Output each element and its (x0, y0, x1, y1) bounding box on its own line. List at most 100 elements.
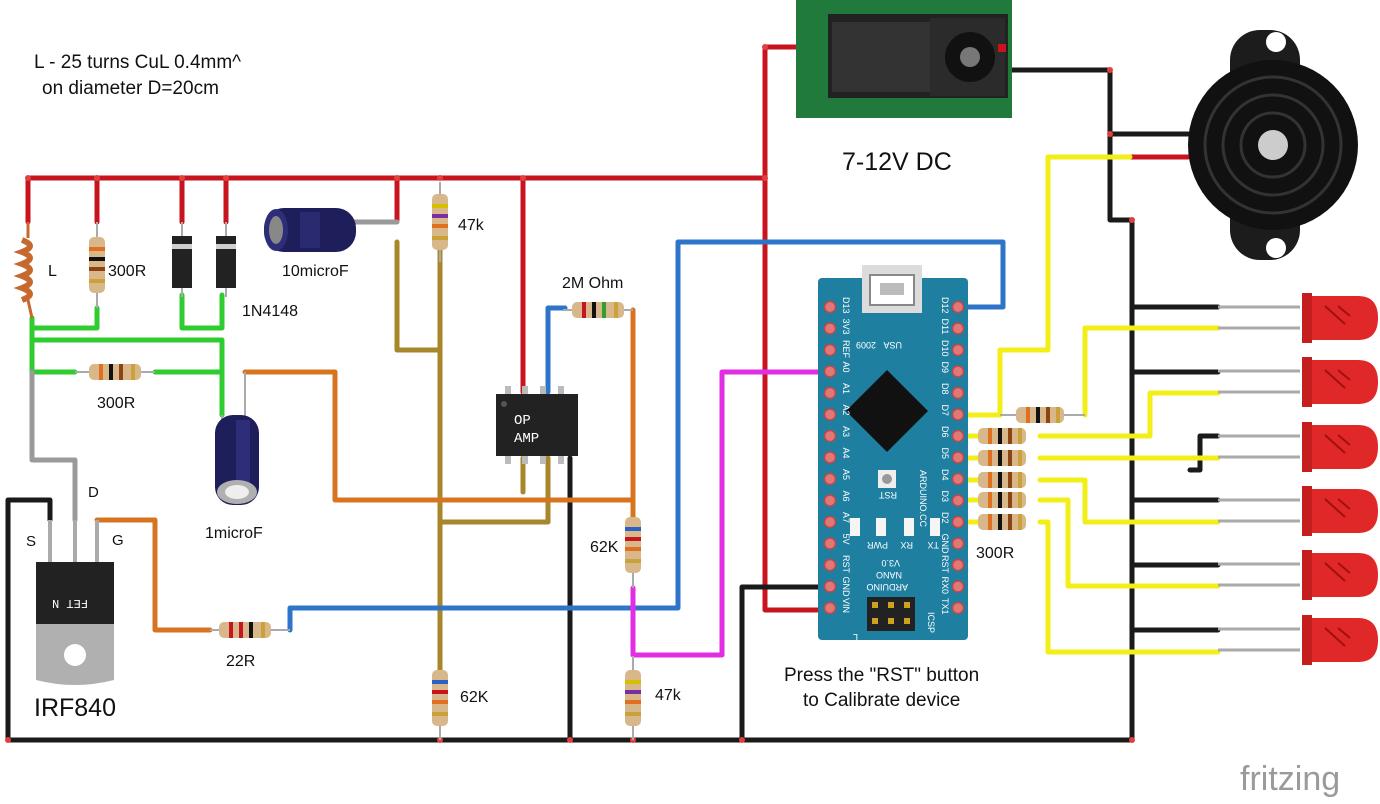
mosfet-gate-label: G (112, 532, 124, 549)
arduino-ver2: NANO (876, 570, 902, 580)
arduino-pin-label-right-12: RST (940, 555, 950, 574)
wire-green-mid (29, 337, 225, 375)
wire-yellow-1 (955, 154, 1133, 418)
mosfet-marking: FET N (52, 596, 88, 610)
r300-led-label: 300R (976, 545, 1014, 562)
led-2 (1218, 357, 1378, 407)
arduino-pin-right-3 (951, 365, 965, 378)
wire-blue-main (287, 239, 1006, 633)
arduino-pin-right-10 (951, 515, 965, 529)
arduino-pin-right-8 (951, 472, 965, 486)
power-jack (796, 0, 1012, 118)
arduino-pin-left-11 (823, 537, 837, 550)
arduino-ver3: V3.0 (881, 558, 900, 568)
resistor-22r (210, 622, 290, 638)
arduino-pin-left-1 (823, 322, 837, 335)
wire-yellow-3 (1037, 390, 1221, 439)
arduino-pin-right-12 (951, 558, 965, 572)
led-3 (1218, 422, 1378, 472)
arduino-pin-right-9 (951, 494, 965, 507)
arduino-pin-label-right-10: D2 (940, 512, 950, 524)
arduino-pin-label-left-8: A5 (841, 469, 851, 480)
resistor-62k-bot (432, 670, 448, 740)
resistor-300r-mid (75, 364, 155, 380)
wire-yellow-7 (1037, 519, 1221, 655)
instruction-line1: Press the "RST" button (784, 665, 979, 686)
r47k-bot-label: 47k (655, 687, 682, 704)
wire-gray-drain (29, 369, 78, 523)
arduino-usb-label: USA (883, 340, 902, 350)
opamp-label-1: OP (514, 413, 531, 429)
r62k-bot-label: 62K (460, 689, 489, 706)
mosfet-label: IRF840 (34, 694, 116, 722)
arduino-pin-label-left-9: A6 (841, 491, 851, 502)
arduino-pin-left-0 (823, 300, 837, 314)
arduino-pin-label-right-3: D9 (940, 362, 950, 374)
cap1-label: 1microF (205, 525, 263, 542)
arduino-ver1: ARDUINO (866, 582, 908, 592)
arduino-board-name: ARDUINO.CC (918, 470, 928, 528)
capacitor-1uf (215, 372, 259, 505)
power-label: 7-12V DC (842, 148, 952, 176)
mosfet-source-label: S (26, 533, 36, 550)
arduino-left-pins (823, 300, 837, 615)
arduino-pin-left-7 (823, 451, 837, 464)
wire-yellow-5 (1037, 477, 1221, 525)
coil-label: L (48, 263, 57, 280)
arduino-pin-left-10 (823, 515, 837, 529)
arduino-pin-right-13 (951, 580, 965, 593)
arduino-pin-label-right-11: GND (940, 534, 950, 555)
diode-1n4148-right (216, 222, 236, 297)
led-4 (1218, 486, 1378, 536)
coil-note-line1: L - 25 turns CuL 0.4mm^ (34, 52, 241, 73)
arduino-pin-label-left-6: A3 (841, 426, 851, 437)
wire-black-led-taps (1129, 304, 1221, 633)
r300-mid-label: 300R (97, 395, 135, 412)
resistor-300r-top (89, 222, 105, 308)
arduino-pin-right-0 (951, 300, 965, 314)
arduino-tx-label: TX (927, 540, 939, 550)
arduino-pin-label-left-0: D13 (841, 297, 851, 314)
r22-label: 22R (226, 653, 255, 670)
arduino-pin-right-5 (951, 408, 965, 421)
arduino-pin-label-right-0: D12 (940, 297, 950, 314)
junction-dots (5, 44, 1135, 743)
arduino-pin-right-11 (951, 537, 965, 550)
led-1 (1218, 293, 1378, 343)
arduino-pin-right-2 (951, 343, 965, 357)
arduino-pin-labels: D133V3REFA0A1A2A3A4A5A6A75VRSTGNDVIND12D… (841, 297, 950, 615)
resistor-62k-mid (625, 517, 641, 588)
arduino-pin-label-right-7: D5 (940, 448, 950, 460)
arduino-pin-label-left-14: VIN (841, 598, 851, 613)
arduino-pwr-label: PWR (867, 540, 888, 550)
wire-green-diode (179, 292, 225, 331)
arduino-pin-right-7 (951, 451, 965, 464)
arduino-pin-label-left-10: A7 (841, 512, 851, 523)
arduino-pin-label-left-11: 5V (841, 534, 851, 545)
resistor-2m (563, 302, 633, 318)
wire-orange-gate (94, 517, 213, 633)
wire-black-source (5, 497, 53, 743)
buzzer (1188, 30, 1358, 260)
opamp-chip (496, 386, 578, 464)
arduino-pin-left-13 (823, 580, 837, 593)
mosfet-irf840 (36, 520, 114, 685)
arduino-pin-left-6 (823, 429, 837, 443)
diode-label: 1N4148 (242, 303, 298, 320)
r62k-mid-label: 62K (590, 539, 619, 556)
wire-green-coil (29, 305, 100, 331)
arduino-pin-left-5 (823, 408, 837, 421)
wire-black-gnd-main (997, 67, 1135, 743)
arduino-pin-left-2 (823, 343, 837, 357)
wire-red-supply (762, 44, 833, 613)
wire-yellow-2 (1082, 325, 1221, 418)
arduino-year-label: 2009 (856, 340, 876, 350)
arduino-pin-right-14 (951, 601, 965, 615)
capacitor-10uf (264, 208, 356, 252)
arduino-pin-label-left-2: REF (841, 340, 851, 359)
arduino-pin-right-6 (951, 429, 965, 443)
coil-note-line2: on diameter D=20cm (42, 78, 219, 99)
arduino-pin-left-4 (823, 386, 837, 400)
